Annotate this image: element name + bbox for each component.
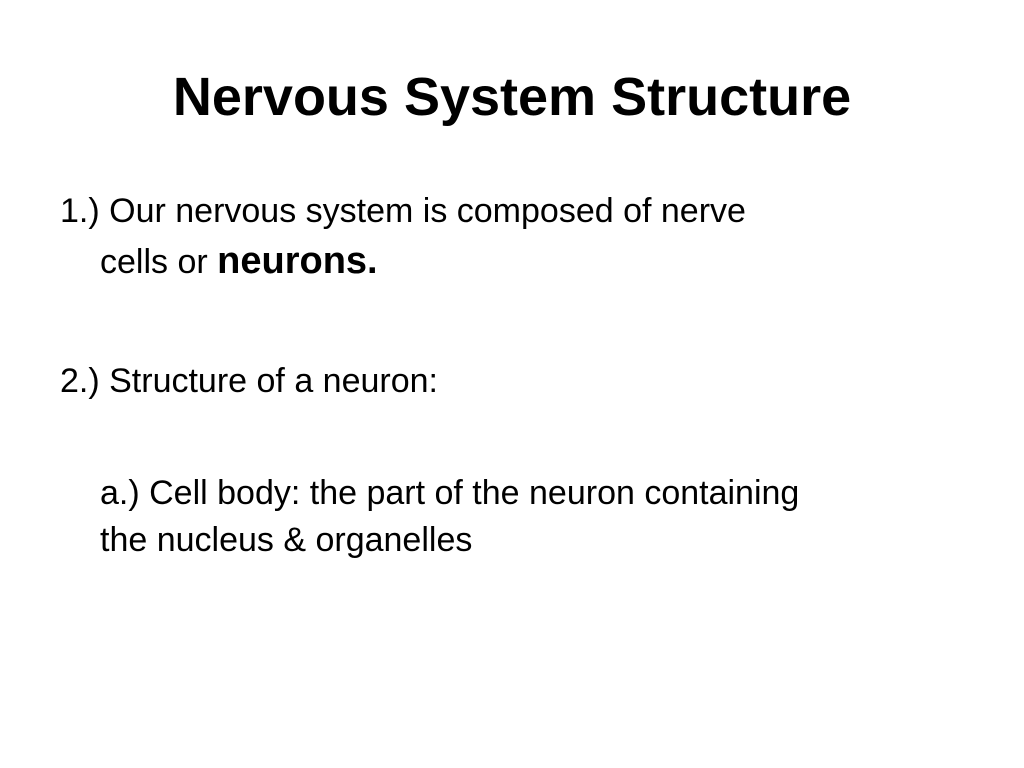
point-1-line-2: cells or neurons. [60, 236, 960, 287]
slide-title: Nervous System Structure [172, 67, 852, 127]
point-1-line-1: 1.) Our nervous system is composed of ne… [60, 192, 746, 230]
point-1-line-2-prefix: cells or [100, 243, 218, 281]
point-1: 1.) Our nervous system is composed of ne… [60, 186, 960, 287]
point-2a: a.) Cell body: the part of the neuron co… [100, 470, 980, 564]
point-2: 2.) Structure of a neuron: [60, 362, 438, 400]
point-2a-line-2: the nucleus & organelles [100, 521, 473, 559]
point-2a-line-1: a.) Cell body: the part of the neuron co… [100, 474, 800, 512]
point-1-emphasis-neurons: neurons. [217, 240, 378, 282]
